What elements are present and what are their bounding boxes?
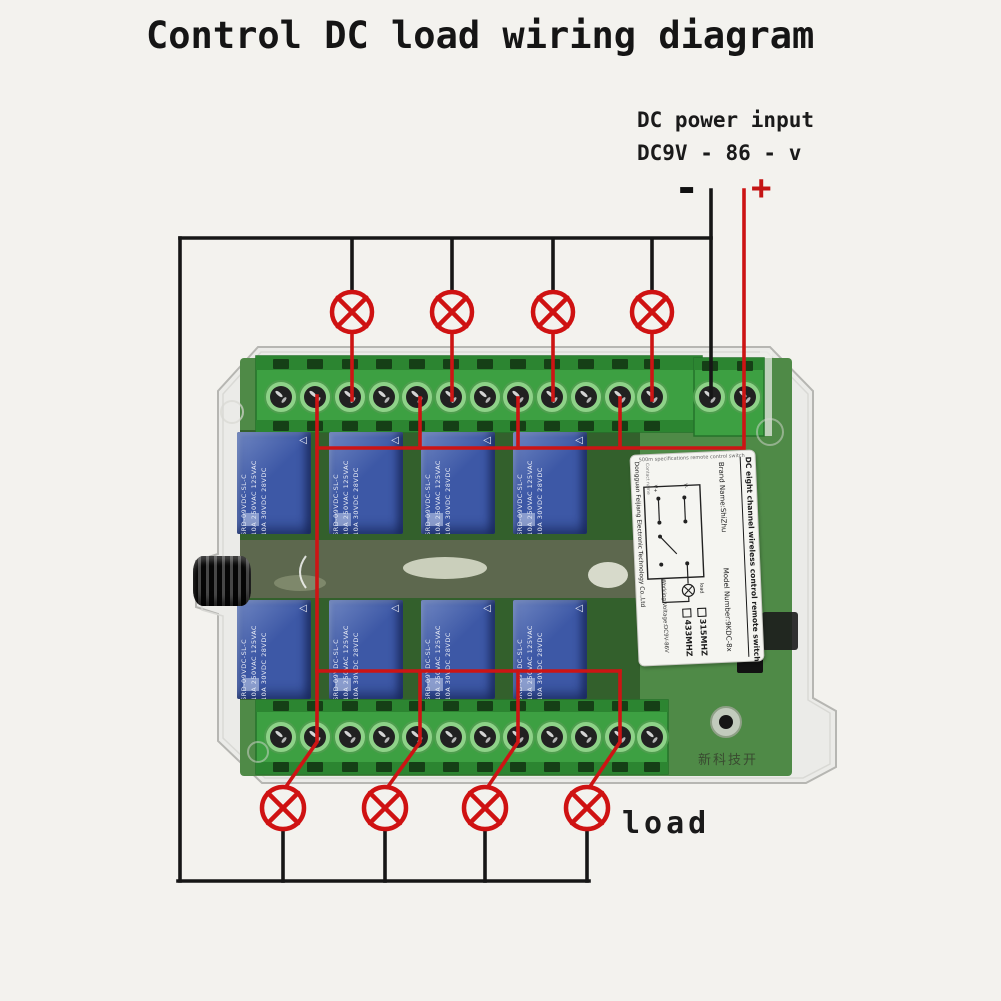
terminal-slot — [510, 421, 526, 431]
terminal-slot — [544, 359, 560, 369]
terminal-slot — [342, 359, 358, 369]
terminal-slot — [702, 361, 718, 371]
terminal-slot — [443, 421, 459, 431]
terminal-slot — [477, 359, 493, 369]
screw-glint — [378, 730, 386, 738]
strip-highlight — [588, 562, 628, 588]
terminal-slot — [644, 421, 660, 431]
terminal-slot — [443, 762, 459, 772]
terminal-slot — [307, 359, 323, 369]
screw-glint — [275, 390, 283, 398]
terminal-slot — [477, 762, 493, 772]
mounting-hole-center — [719, 715, 733, 729]
terminal-slot — [644, 701, 660, 711]
black-component — [762, 612, 798, 650]
label-frequency-315: 315MHZ — [697, 607, 709, 657]
case-molding-mark — [220, 400, 244, 424]
terminal-slot — [644, 762, 660, 772]
terminal-slot — [307, 701, 323, 711]
terminal-slot — [376, 762, 392, 772]
terminal-slot — [612, 359, 628, 369]
screw-glint — [275, 730, 283, 738]
label-brand: Brand Name:ShiZhu — [716, 461, 728, 533]
circuit-vminus: V- — [682, 483, 688, 488]
terminal-slot — [273, 762, 289, 772]
terminal-slot — [510, 762, 526, 772]
screw-glint — [652, 737, 658, 743]
terminal-slot — [612, 762, 628, 772]
terminal-block-bottom-strip — [256, 762, 668, 774]
terminal-slot — [510, 701, 526, 711]
terminal-slot — [273, 421, 289, 431]
label-frequency-315-text: 315MHZ — [698, 618, 709, 657]
label-circuit-schematic: V+ V- load — [643, 483, 705, 604]
screw-glint — [646, 730, 654, 738]
dc-power-input-label: DC power input — [637, 108, 815, 132]
strip-glare-arc — [299, 555, 307, 589]
terminal-slot — [612, 421, 628, 431]
terminal-slot — [307, 421, 323, 431]
label-frequency-433: 433MHZ — [682, 607, 694, 657]
terminal-slot — [544, 421, 560, 431]
terminal-slot — [443, 701, 459, 711]
terminal-slot — [443, 359, 459, 369]
case-molding-mark — [247, 741, 269, 763]
terminal-slot — [477, 701, 493, 711]
antenna-coil — [193, 556, 251, 606]
strip-highlight — [274, 575, 326, 591]
terminal-slot — [612, 701, 628, 711]
dc-voltage-spec-label: DC9V - 86 - v — [637, 141, 802, 165]
terminal-slot — [578, 701, 594, 711]
terminal-slot — [510, 359, 526, 369]
terminal-slot — [578, 421, 594, 431]
screw-glint — [344, 730, 352, 738]
screw-glint — [445, 730, 453, 738]
terminal-slot — [376, 701, 392, 711]
terminal-block-bottom-strip — [256, 700, 668, 712]
checkbox-315-icon — [697, 607, 707, 618]
terminal-slot — [409, 701, 425, 711]
circuit-vplus: V+ — [652, 485, 658, 493]
terminal-slot — [376, 421, 392, 431]
case-molding-mark — [756, 418, 784, 446]
terminal-slot — [342, 421, 358, 431]
screw-glint — [546, 730, 554, 738]
terminal-slot — [342, 762, 358, 772]
screw-glint — [281, 397, 287, 403]
label-small-print: 500m specifications remote control switc… — [638, 452, 745, 464]
terminal-slot — [544, 701, 560, 711]
label-frequency-433-text: 433MHZ — [683, 619, 694, 657]
terminal-slot — [477, 421, 493, 431]
screw-glint — [745, 397, 751, 403]
terminal-slot — [409, 762, 425, 772]
checkbox-433-icon — [682, 608, 692, 618]
screw-glint — [350, 737, 356, 743]
terminal-slot — [409, 421, 425, 431]
terminal-slot — [409, 359, 425, 369]
screw-glint — [580, 730, 588, 738]
screw-glint — [451, 737, 457, 743]
circuit-load: load — [698, 583, 704, 594]
terminal-slot — [578, 359, 594, 369]
screw-glint — [552, 737, 558, 743]
terminal-slot — [307, 762, 323, 772]
product-label-sticker: 500m specifications remote control switc… — [629, 449, 765, 667]
terminal-slot — [544, 762, 560, 772]
terminal-slot — [273, 701, 289, 711]
load-label: load — [622, 806, 711, 841]
pcb-watermark-text: 新科技开 — [698, 752, 758, 768]
terminal-slot — [578, 762, 594, 772]
strip-highlight — [403, 557, 487, 579]
diagram-title: Control DC load wiring diagram — [146, 14, 815, 57]
terminal-slot — [376, 359, 392, 369]
terminal-slot — [342, 701, 358, 711]
screw-glint — [309, 390, 317, 398]
terminal-slot — [644, 359, 660, 369]
terminal-slot — [273, 359, 289, 369]
label-model: Model Number:9KDC-8x — [721, 567, 734, 652]
positive-symbol: + — [751, 168, 772, 208]
terminal-slot — [737, 361, 753, 371]
